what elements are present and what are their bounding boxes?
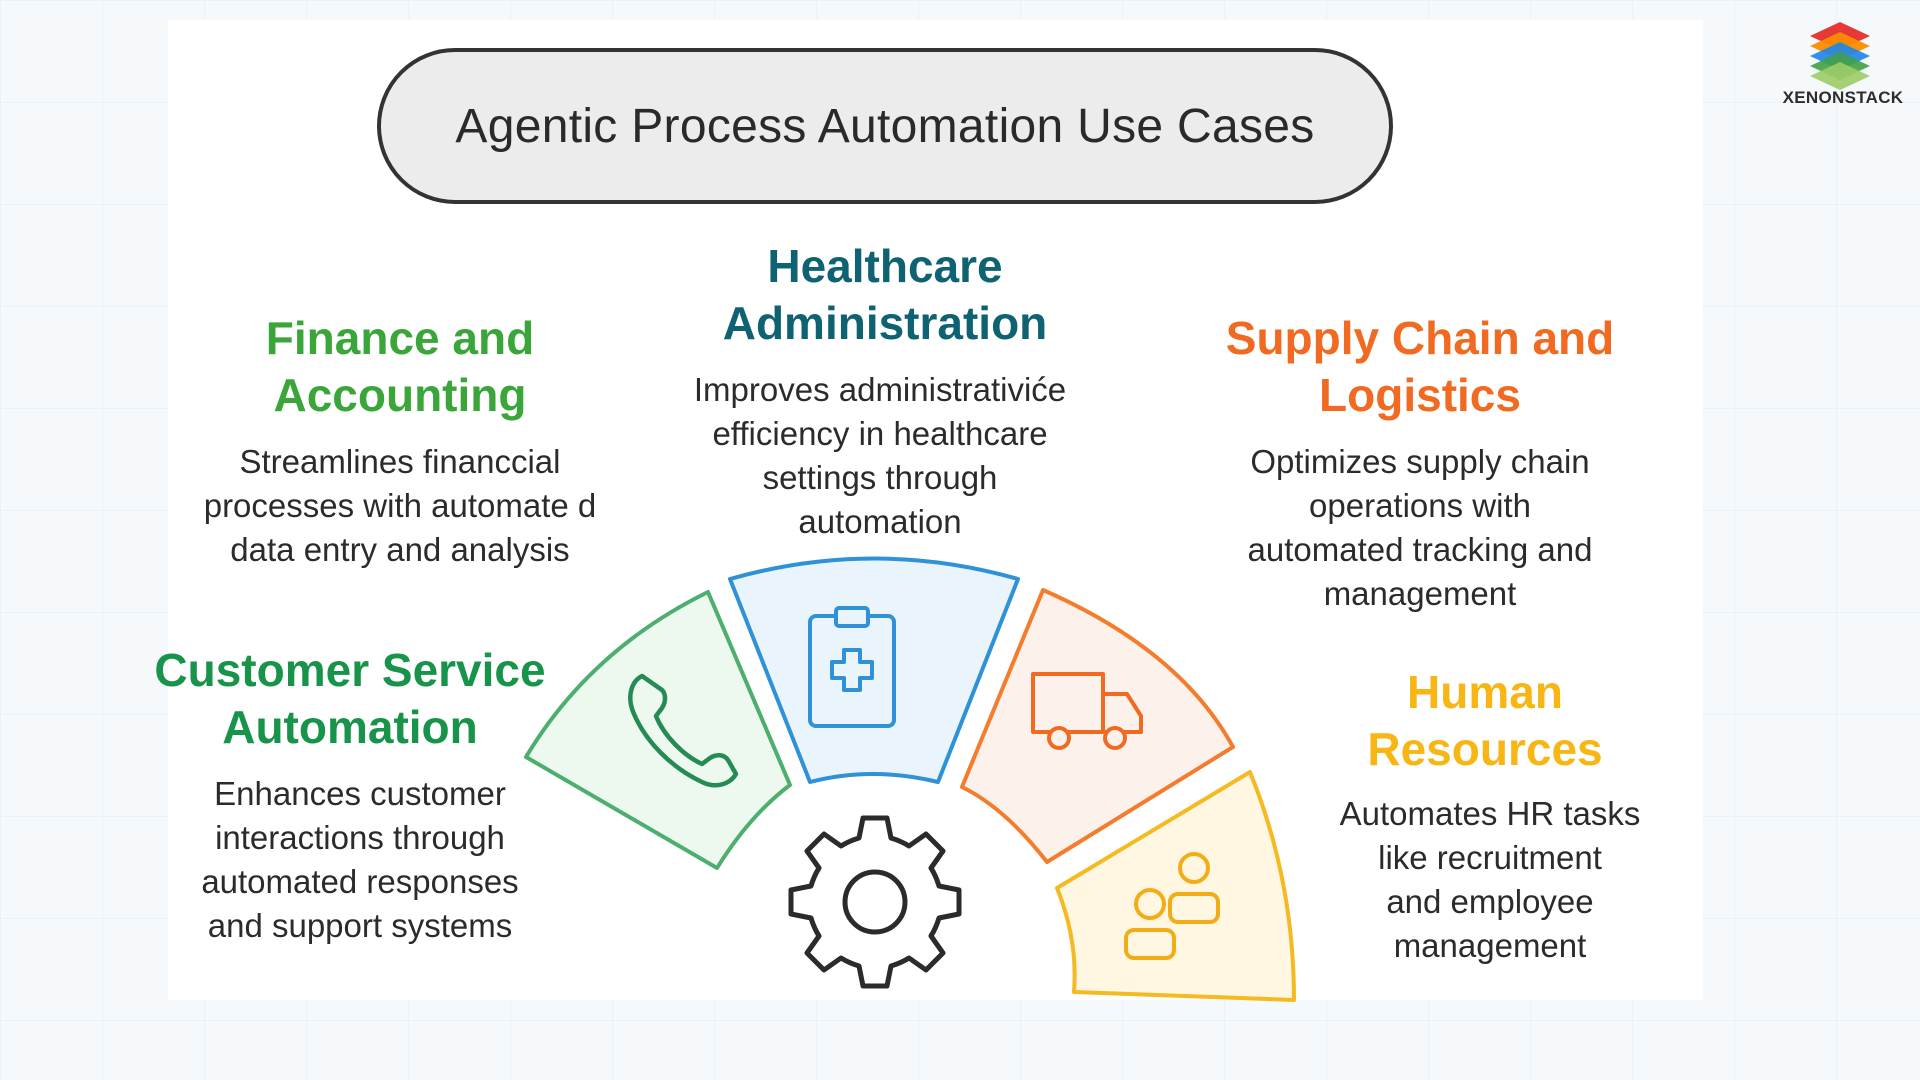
heading-finance-line1: Finance and — [265, 312, 535, 364]
heading-customer-service-line2: Automation — [222, 701, 478, 753]
heading-supply-chain: Supply Chain and Logistics — [1200, 310, 1640, 424]
medical-clipboard-icon — [808, 606, 896, 728]
desc-supply-chain: Optimizes supply chain operations with a… — [1200, 440, 1640, 616]
segment-customer-service — [524, 590, 792, 870]
heading-hr-line2: Resources — [1367, 723, 1603, 775]
desc-hr: Automates HR tasks like recruitment and … — [1320, 792, 1660, 968]
heading-hr: Human Resources — [1330, 664, 1640, 778]
desc-supply-chain-line3: automated tracking and — [1247, 531, 1593, 568]
desc-customer-service-line3: automated responses — [201, 863, 519, 900]
heading-customer-service-line1: Customer Service — [154, 644, 546, 696]
logo-layer-lime — [1810, 62, 1870, 90]
heading-supply-chain-line2: Logistics — [1319, 369, 1521, 421]
desc-healthcare: Improves administrativiće efficiency in … — [660, 368, 1100, 544]
heading-customer-service: Customer Service Automation — [150, 642, 550, 756]
desc-supply-chain-line4: management — [1323, 575, 1517, 612]
heading-finance: Finance and Accounting — [200, 310, 600, 424]
segment-hr — [1055, 770, 1296, 1002]
desc-healthcare-line4: automation — [798, 503, 962, 540]
heading-finance-line2: Accounting — [273, 369, 527, 421]
desc-hr-line1: Automates HR tasks — [1339, 795, 1641, 832]
desc-finance-line1: Streamlines financcial — [239, 443, 561, 480]
desc-supply-chain-line1: Optimizes supply chain — [1250, 443, 1590, 480]
desc-healthcare-line1: Improves administrativiće — [693, 371, 1067, 408]
desc-hr-line3: and employee — [1386, 883, 1594, 920]
desc-hr-line2: like recruitment — [1378, 839, 1602, 876]
desc-finance-line2: processes with automate d — [203, 487, 597, 524]
desc-customer-service-line2: interactions through — [215, 819, 505, 856]
heading-healthcare-line2: Administration — [722, 297, 1048, 349]
gear-icon — [788, 815, 962, 989]
desc-finance-line3: data entry and analysis — [230, 531, 570, 568]
desc-customer-service-line1: Enhances customer — [214, 775, 506, 812]
heading-healthcare-line1: Healthcare — [767, 240, 1003, 292]
desc-healthcare-line3: settings through — [762, 459, 998, 496]
segment-supply-chain — [960, 588, 1235, 864]
desc-hr-line4: management — [1393, 927, 1587, 964]
brand-name: XENONSTACK — [1782, 88, 1904, 107]
desc-finance: Streamlines financcial processes with au… — [180, 440, 620, 572]
heading-healthcare: Healthcare Administration — [680, 238, 1090, 352]
people-icon — [1124, 852, 1220, 960]
desc-healthcare-line2: efficiency in healthcare — [712, 415, 1048, 452]
diagram-title: Agentic Process Automation Use Cases — [377, 48, 1393, 204]
phone-icon — [628, 673, 739, 788]
heading-hr-line1: Human — [1407, 666, 1563, 718]
desc-supply-chain-line2: operations with — [1309, 487, 1531, 524]
heading-supply-chain-line1: Supply Chain and — [1225, 312, 1615, 364]
delivery-truck-icon — [1031, 672, 1143, 750]
xenonstack-logo-icon — [1810, 22, 1870, 90]
desc-customer-service-line4: and support systems — [207, 907, 513, 944]
desc-customer-service: Enhances customer interactions through a… — [170, 772, 550, 948]
